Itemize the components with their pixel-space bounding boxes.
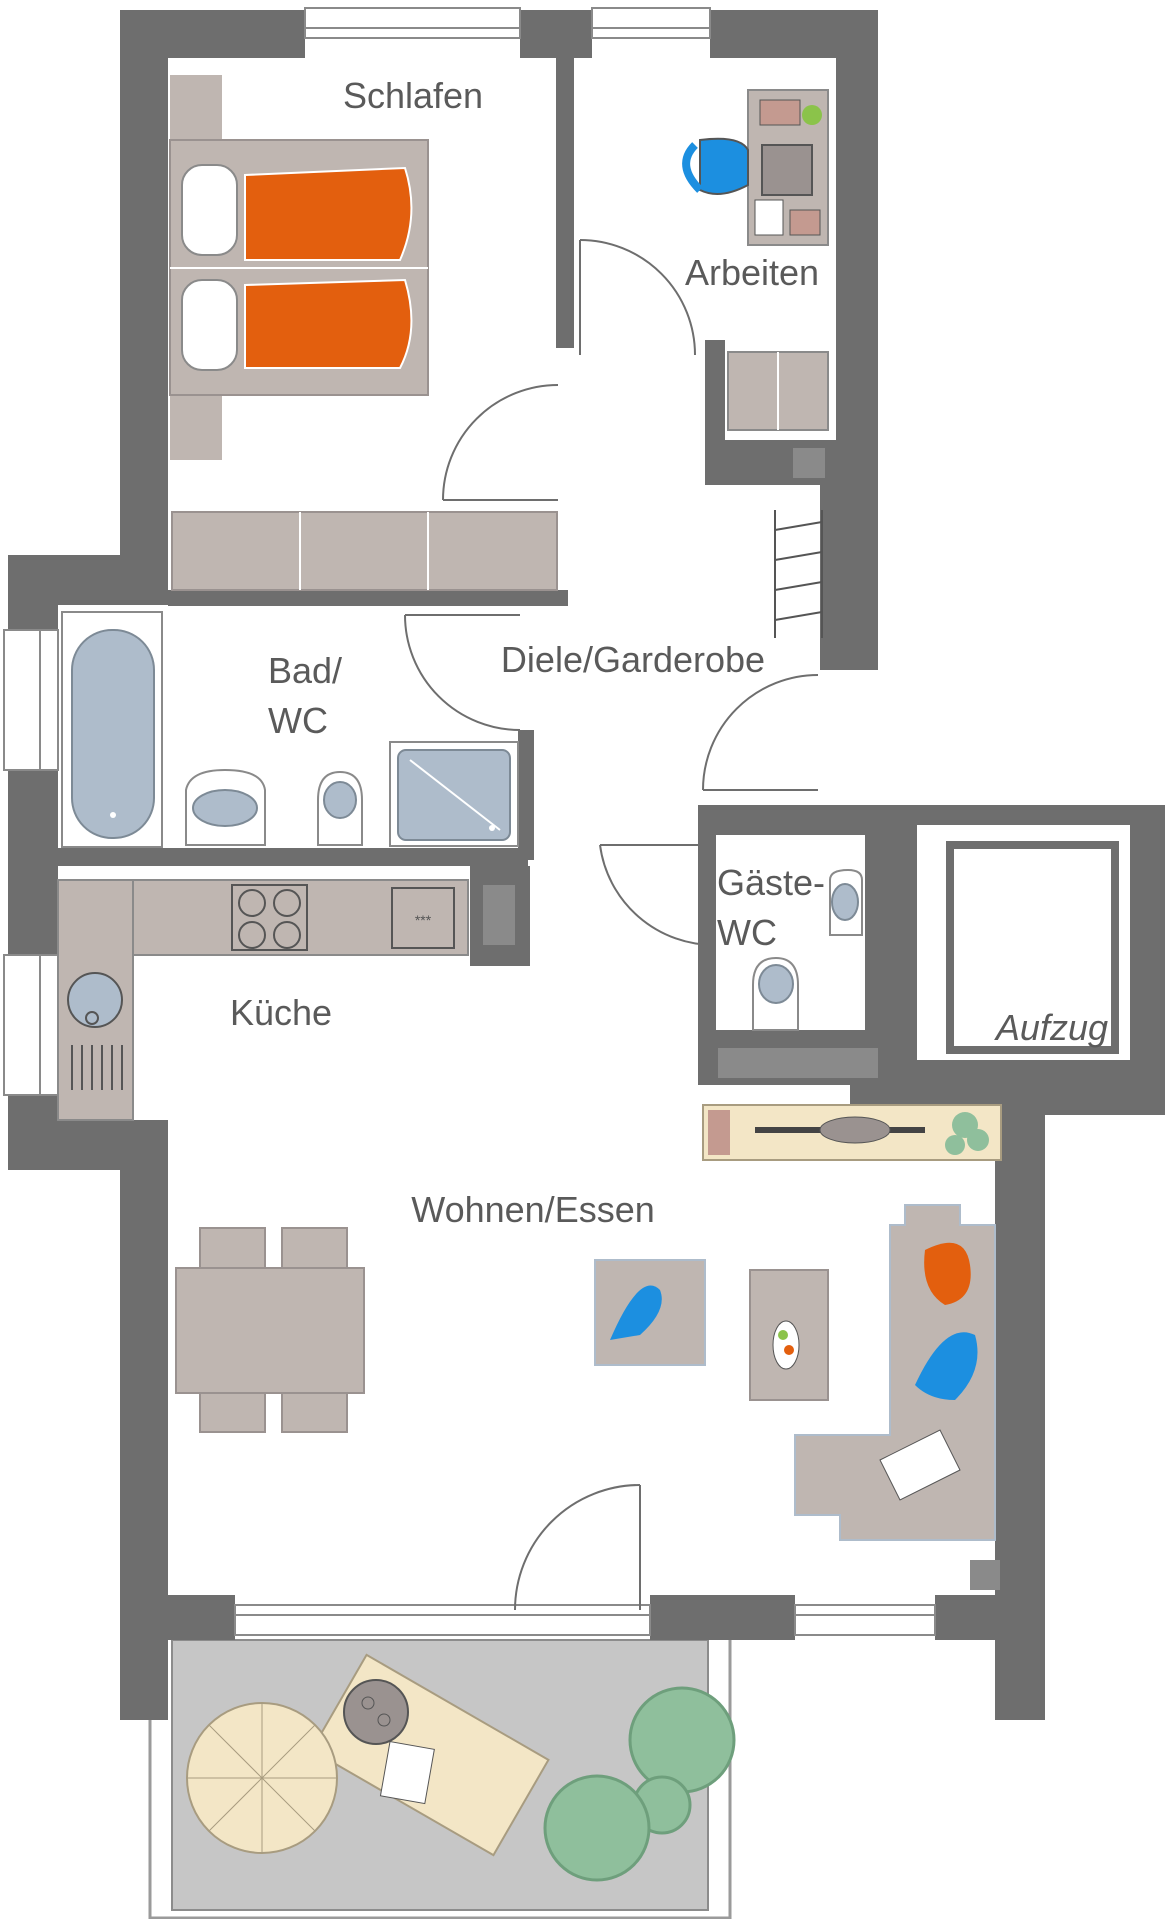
plant: [628, 1686, 736, 1794]
cooktop: [231, 884, 308, 951]
bedroom-furniture: [169, 75, 558, 591]
balcony: [148, 1618, 732, 1919]
doors: [404, 239, 819, 1611]
oven: [391, 887, 455, 949]
magazine: [879, 1429, 961, 1501]
kitchen-sink: [67, 972, 123, 1028]
room-label-gaeste-line2: WC: [717, 912, 777, 953]
room-label-wohnen: Wohnen/Essen: [411, 1189, 655, 1230]
side-table: [343, 1679, 409, 1745]
bathroom-fixtures: [61, 611, 519, 848]
room-label-aufzug: Aufzug: [994, 1007, 1108, 1048]
bathtub: [71, 629, 155, 839]
room-label-arbeiten: Arbeiten: [685, 252, 819, 293]
living-furniture: [175, 1104, 1002, 1590]
pillow: [181, 164, 238, 256]
windows: [3, 7, 936, 1636]
dining-table: [175, 1267, 365, 1394]
room-label-diele: Diele/Garderobe: [501, 639, 765, 680]
room-label-bad-line2: WC: [268, 700, 328, 741]
monitor: [761, 144, 813, 196]
room-label-kueche: Küche: [230, 992, 332, 1033]
plant: [543, 1774, 651, 1882]
elevator-car: [946, 841, 1119, 1054]
room-label-schlafen: Schlafen: [343, 75, 483, 116]
blanket: [244, 278, 413, 369]
room-label-gaeste-line1: Gäste-: [717, 862, 825, 903]
garderobe-rack: [774, 510, 823, 638]
guest-wc-fixtures: [718, 868, 878, 1078]
room-label-bad-line1: Bad/: [268, 650, 342, 691]
office-chair: [699, 137, 749, 195]
blanket: [244, 166, 413, 261]
wardrobe: [171, 511, 558, 591]
office-furniture: [682, 89, 829, 478]
balcony-furniture: [186, 1653, 736, 1882]
pillow: [181, 279, 238, 371]
svg-text:***: ***: [415, 912, 432, 928]
kitchen-fixtures: ***: [57, 879, 515, 1121]
